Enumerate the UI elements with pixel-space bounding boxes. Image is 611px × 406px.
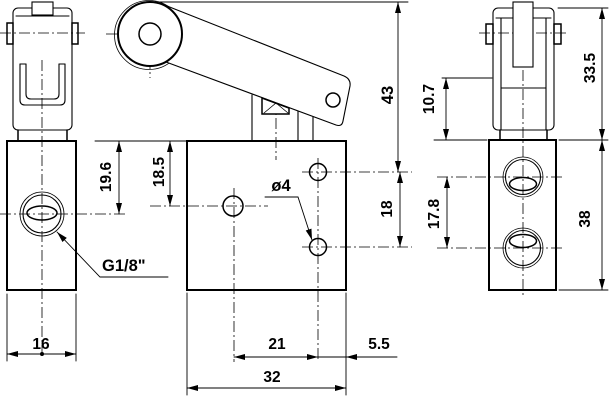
port-inner-slot <box>26 205 58 221</box>
roller-pin <box>138 22 162 46</box>
port-thread-label: G1/8" <box>102 257 146 275</box>
left-side-view <box>6 1 79 291</box>
dimension-lines <box>6 1 609 396</box>
spring-clip-outer <box>19 63 66 106</box>
pivot-pin-end-right <box>71 22 79 45</box>
valve-body-side <box>6 140 77 291</box>
dim-43-label: 43 <box>379 86 397 104</box>
mount-hole-left <box>222 195 244 217</box>
right-side-view <box>485 1 562 291</box>
mount-hole-top-right <box>308 162 328 182</box>
arrowheads <box>7 2 605 391</box>
pivot-pin-end-left <box>6 22 14 45</box>
dim-38-label: 38 <box>577 210 594 228</box>
dim-18-5-label: 18.5 <box>151 157 168 188</box>
lever-bracket-side <box>12 7 73 131</box>
plunger-wedge <box>263 102 289 114</box>
hole-diameter-label: ø4 <box>271 177 291 195</box>
port-lower <box>504 229 542 267</box>
dim-5-5-label: 5.5 <box>368 336 390 353</box>
dim-32-label: 32 <box>263 369 280 386</box>
spring-clip-inner <box>25 63 60 100</box>
centerlines <box>0 1 567 362</box>
roller-edge <box>31 1 54 16</box>
pivot-pin-tab-right <box>553 23 562 45</box>
front-view <box>114 0 351 291</box>
dim-18-label: 18 <box>379 200 396 218</box>
dim-16-label: 16 <box>32 336 50 353</box>
dim-17-8-label: 17.8 <box>426 199 443 230</box>
thread-label-leader <box>56 231 169 278</box>
dimension-labels: 16 21 5.5 32 19.6 18.5 43 18 10.7 17.8 3… <box>32 53 599 386</box>
plunger-cap <box>261 96 290 115</box>
port-upper <box>504 158 542 196</box>
valve-body-back <box>488 139 557 291</box>
port-bore-circle <box>22 194 62 234</box>
pivot-pin-tab-left <box>485 23 494 45</box>
roller-back <box>512 1 534 68</box>
lever-arm <box>161 3 351 127</box>
diameter-label-leader <box>264 196 313 241</box>
dim-33-5-label: 33.5 <box>582 53 599 84</box>
dim-19-6-label: 19.6 <box>98 162 115 193</box>
dim-21-label: 21 <box>268 336 286 353</box>
dim-10-7-label: 10.7 <box>421 84 438 114</box>
lever-end-hole <box>325 92 341 108</box>
port-thread-circle <box>19 191 65 237</box>
mount-hole-bottom-right <box>308 237 328 257</box>
valve-body-front <box>186 140 347 291</box>
